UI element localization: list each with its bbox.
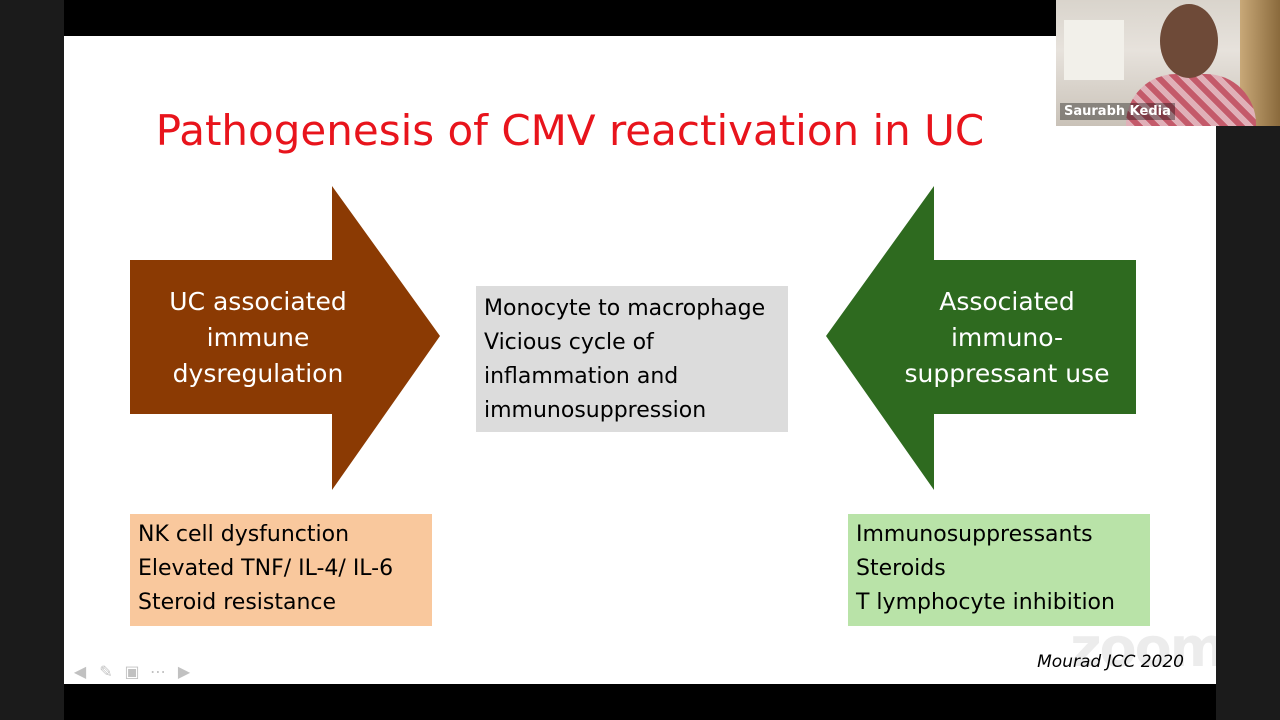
left-arrow-line-1: UC associated	[169, 287, 347, 316]
participant-video-tile[interactable]: Saurabh Kedia	[1056, 0, 1280, 126]
presentation-slide: Pathogenesis of CMV reactivation in UC U…	[64, 36, 1216, 684]
slide-navigation: ◀ ✎ ▣ ⋯ ▶	[70, 660, 200, 682]
left-arrow-shape	[130, 186, 440, 490]
right-arrow-line-3: suppressant use	[904, 359, 1110, 388]
right-notes-box: Immunosuppressants Steroids T lymphocyte…	[848, 514, 1150, 626]
background-window	[1064, 20, 1124, 80]
slides-icon[interactable]: ▣	[124, 661, 140, 681]
right-arrow-shape	[826, 186, 1136, 490]
left-note-3: Steroid resistance	[138, 590, 337, 615]
slide-title: Pathogenesis of CMV reactivation in UC	[155, 106, 985, 155]
left-letterbox	[0, 0, 64, 720]
more-icon[interactable]: ⋯	[150, 661, 166, 681]
center-line-3: inflammation and	[484, 364, 679, 389]
center-line-2: Vicious cycle of	[484, 330, 654, 355]
left-notes-box: NK cell dysfunction Elevated TNF/ IL-4/ …	[130, 514, 432, 626]
center-line-4: immunosuppression	[484, 398, 707, 423]
participant-name: Saurabh Kedia	[1060, 103, 1175, 120]
center-mechanism-box: Monocyte to macrophage Vicious cycle of …	[476, 286, 788, 432]
left-arrow-line-3: dysregulation	[172, 359, 344, 388]
right-arrow-label: Associated immuno- suppressant use	[886, 284, 1128, 392]
arrow-right-icon[interactable]: ▶	[177, 661, 191, 681]
right-note-1: Immunosuppressants	[856, 522, 1093, 547]
pen-icon[interactable]: ✎	[99, 661, 113, 681]
participant-body	[1126, 74, 1256, 126]
zoom-watermark: zoom	[1070, 616, 1216, 679]
left-arrow-line-2: immune	[206, 323, 310, 352]
left-note-2: Elevated TNF/ IL-4/ IL-6	[138, 556, 394, 581]
arrow-left-icon[interactable]: ◀	[73, 661, 87, 681]
right-arrow-line-2: immuno-	[950, 323, 1064, 352]
arrows-diagram	[130, 186, 1136, 490]
center-line-1: Monocyte to macrophage	[484, 296, 766, 321]
right-note-3: T lymphocyte inhibition	[856, 590, 1115, 615]
left-note-1: NK cell dysfunction	[138, 522, 350, 547]
left-arrow-label: UC associated immune dysregulation	[130, 284, 386, 392]
participant-head	[1160, 4, 1218, 78]
right-note-2: Steroids	[856, 556, 946, 581]
right-arrow-line-1: Associated	[939, 287, 1075, 316]
citation: Mourad JCC 2020	[1037, 652, 1184, 672]
